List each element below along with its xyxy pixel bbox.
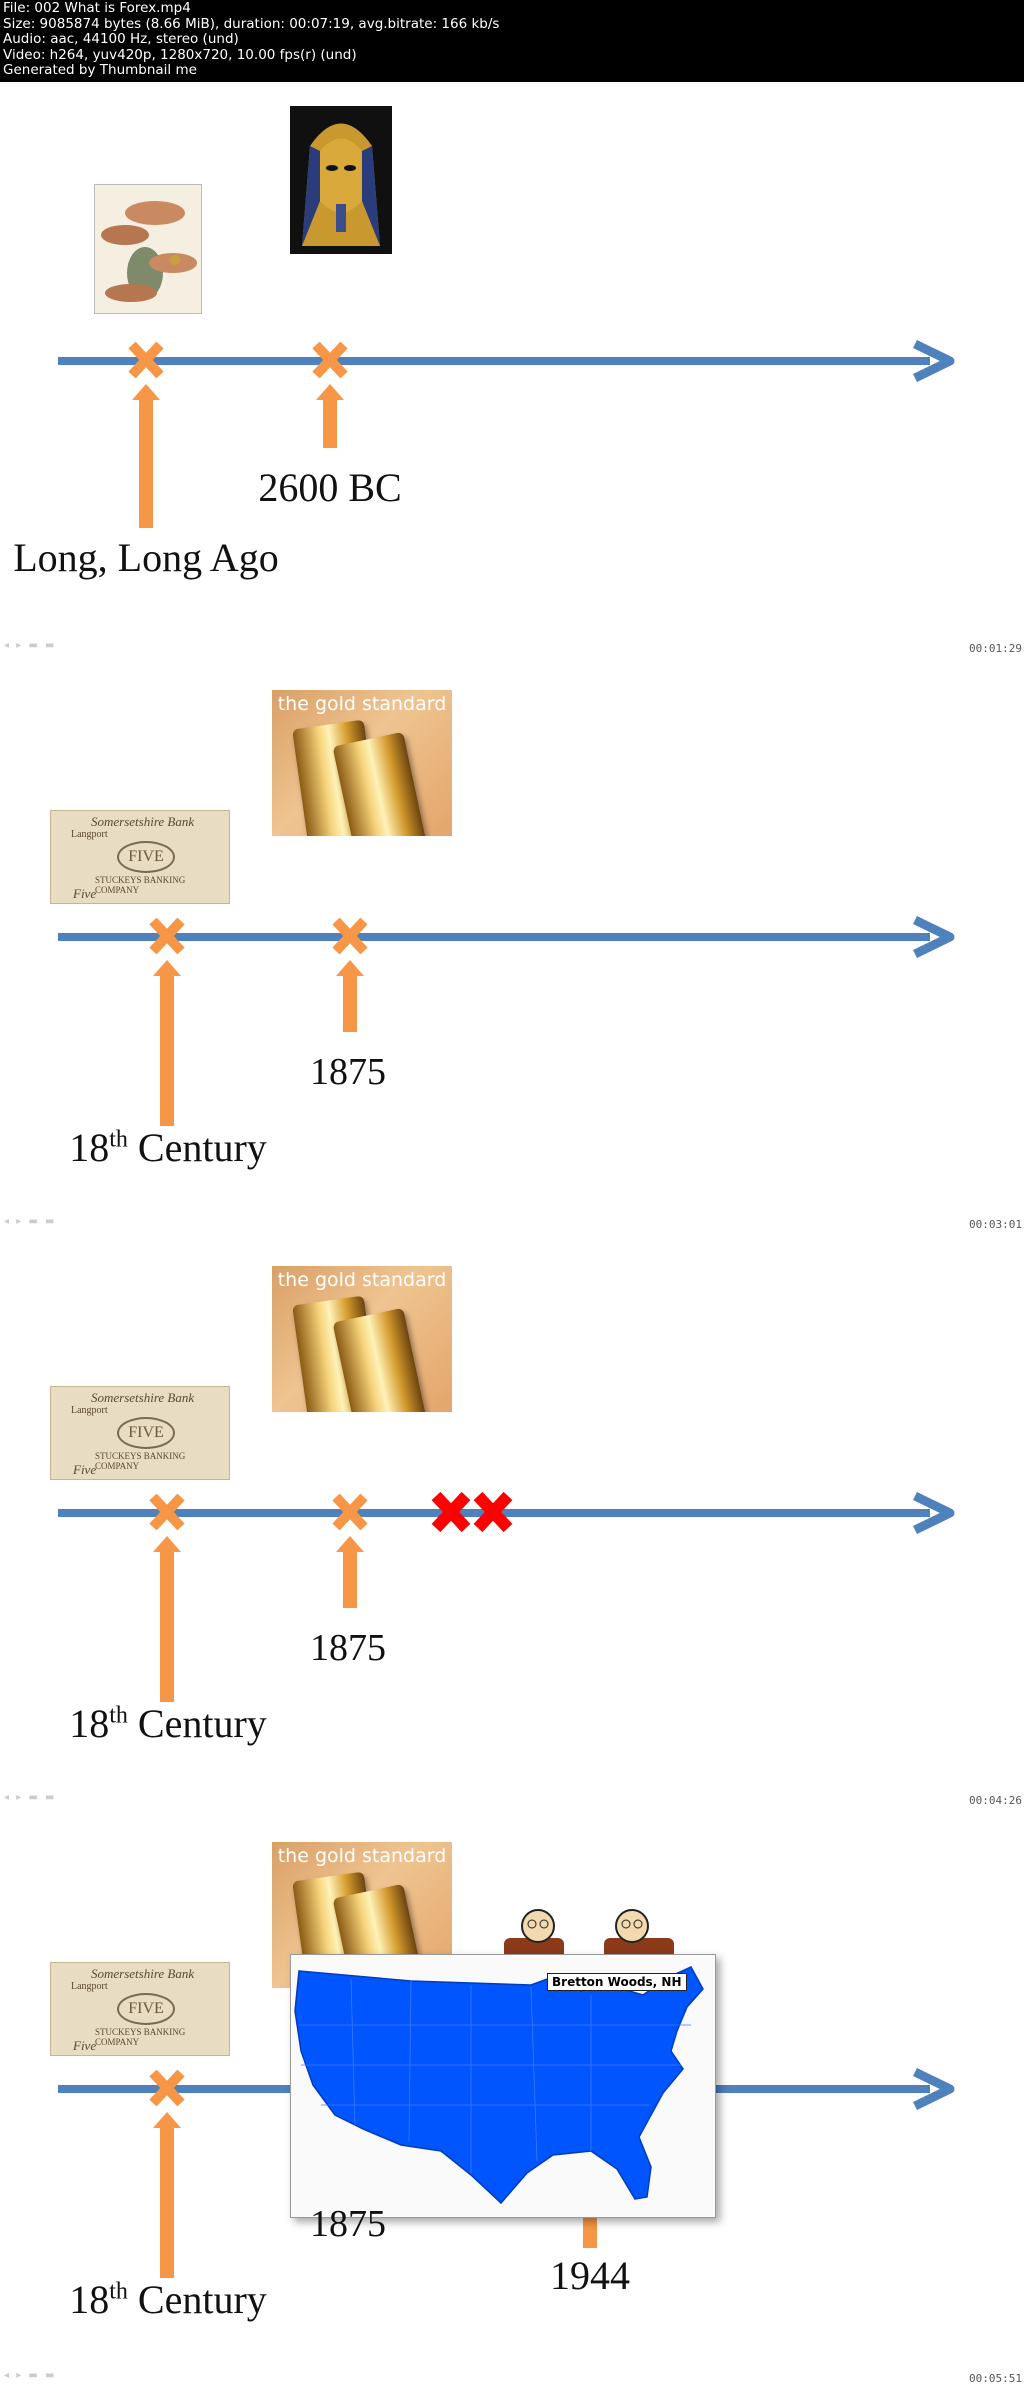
note-location: Langport [71,829,108,840]
player-controls: ◂ ▸ ▬ ▬ [4,640,57,651]
note-bank-name: Somersetshire Bank [91,1966,195,1981]
note-location: Langport [71,1405,108,1416]
thumbnail-frame-2: the gold standard Somersetshire Bank Lan… [0,658,1024,1234]
video-info-header: File: 002 What is Forex.mp4 Size: 908587… [0,0,1024,82]
gold-standard-caption: the gold standard [277,1845,447,1867]
marker-long-ago [128,341,164,379]
note-bank-name: Somersetshire Bank [91,1390,195,1405]
arrow-1944 [583,2210,597,2248]
note-five: FIVE [117,1417,175,1449]
note-fives: Five [73,886,97,901]
note-company: STUCKEYS BANKING COMPANY [95,875,186,895]
banknote-image: Somersetshire Bank Langport FIVE STUCKEY… [50,810,230,904]
label-18th-century: 18th Century [69,1125,267,1170]
marker-18th-century [149,1493,185,1531]
generator-line: Generated by Thumbnail me [3,62,197,78]
arrow-2600bc [316,384,344,448]
timestamp: 00:03:01 [969,1218,1022,1231]
marker-2600bc [312,341,348,379]
thumbnail-frame-1: 2600 BC Long, Long Ago ◂ ▸ ▬ ▬ 00:01:29 [0,82,1024,658]
banknote-image: Somersetshire Bank Langport FIVE STUCKEY… [50,1962,230,2056]
gold-standard-caption: the gold standard [277,693,447,715]
note-bank-name: Somersetshire Bank [91,814,195,829]
red-x-marker [431,1491,471,1533]
video-line: Video: h264, yuv420p, 1280x720, 10.00 fp… [3,46,357,63]
note-company: STUCKEYS BANKING COMPANY [95,1451,186,1471]
timeline-axis [58,915,955,959]
usa-map-image: Bretton Woods, NH [290,1954,716,2218]
gold-standard-image: the gold standard [272,690,452,836]
timeline-svg [58,339,955,528]
label-1875: 1875 [310,1627,386,1669]
label-18th-century: 18th Century [69,1701,267,1746]
label-1875: 1875 [310,1051,386,1093]
size-line: Size: 9085874 bytes (8.66 MiB), duration… [3,15,500,32]
red-x-marker [473,1491,513,1533]
banknote-image: Somersetshire Bank Langport FIVE STUCKEY… [50,1386,230,1480]
marker-1875 [332,1493,368,1531]
label-18th-century: 18th Century [69,2277,267,2322]
file-line: File: 002 What is Forex.mp4 [3,0,191,16]
gold-standard-image: the gold standard [272,1266,452,1412]
arrow-18th-century [153,960,181,1126]
arrow-1875 [336,1536,364,1608]
note-location: Langport [71,1981,108,1992]
timestamp: 00:04:26 [969,1794,1022,1807]
arrow-1875 [336,960,364,1032]
arrow-18th-century [153,2112,181,2278]
label-1944: 1944 [550,2253,630,2298]
marker-1875 [332,917,368,955]
note-company: STUCKEYS BANKING COMPANY [95,2027,186,2047]
bretton-woods-label: Bretton Woods, NH [547,1973,687,1991]
thumbnail-frame-4: the gold standard Somersetshire Bank Lan… [0,1810,1024,2387]
arrow-long-ago [132,384,160,528]
note-five: FIVE [117,841,175,873]
arrow-18th-century [153,1536,181,1702]
timestamp: 00:05:51 [969,2372,1022,2385]
timeline-axis [58,339,955,383]
audio-line: Audio: aac, 44100 Hz, stereo (und) [3,31,239,47]
label-2600bc: 2600 BC [258,465,402,510]
timeline-svg [58,1491,955,1702]
timestamp: 00:01:29 [969,642,1022,655]
player-controls: ◂ ▸ ▬ ▬ [4,1216,57,1227]
pharaoh-mask-image [290,106,392,254]
marker-18th-century [149,917,185,955]
player-controls: ◂ ▸ ▬ ▬ [4,2370,57,2381]
label-long-ago: Long, Long Ago [13,535,279,580]
label-1875: 1875 [310,2203,386,2245]
barter-hands-image [94,184,202,314]
timeline-svg [58,915,955,1126]
marker-18th-century [149,2069,185,2107]
gold-standard-caption: the gold standard [277,1269,447,1291]
note-fives: Five [73,2038,97,2053]
thumbnail-frame-3: the gold standard Somersetshire Bank Lan… [0,1234,1024,1810]
player-controls: ◂ ▸ ▬ ▬ [4,1792,57,1803]
note-five: FIVE [117,1993,175,2025]
note-fives: Five [73,1462,97,1477]
